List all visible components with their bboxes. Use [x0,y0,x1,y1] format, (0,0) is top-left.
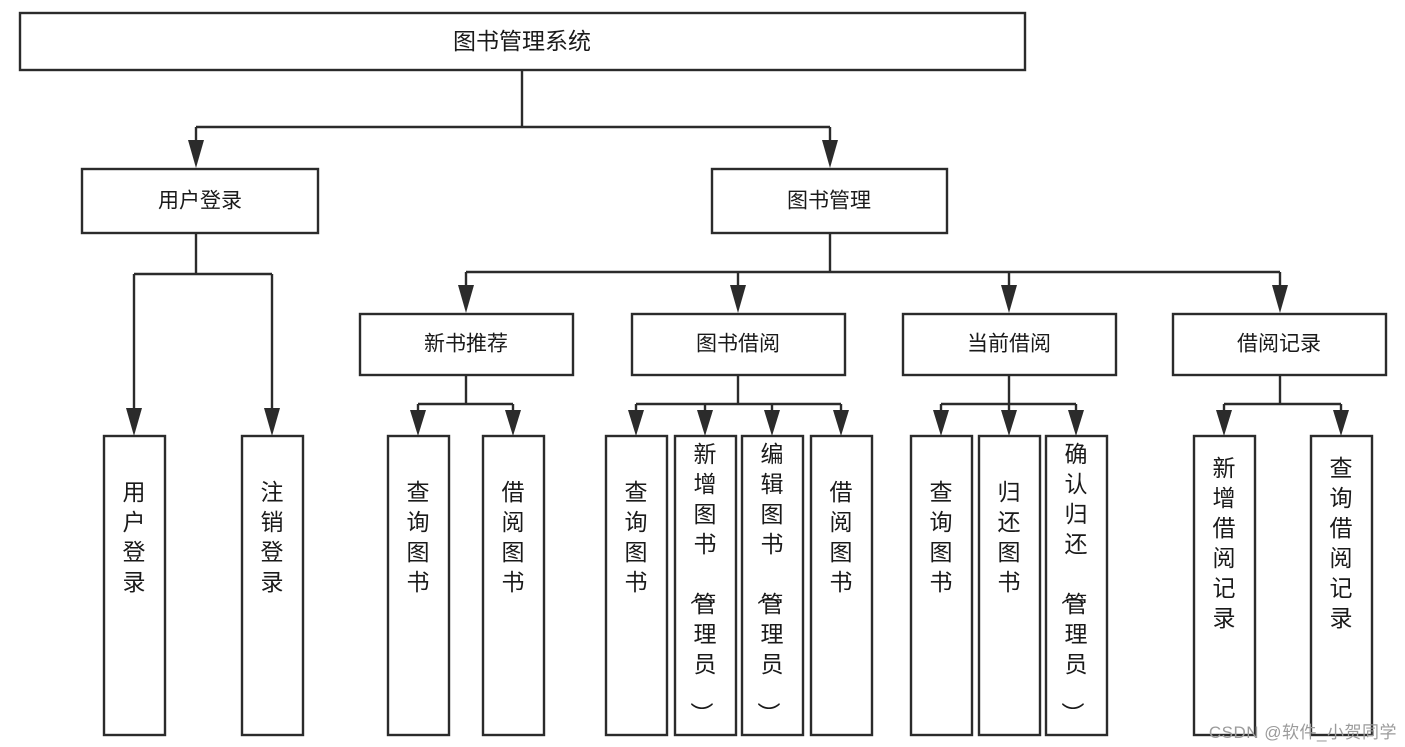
leaf-label: 注销登录 [261,479,284,595]
node-root-box[interactable] [18,11,1027,72]
leaf-current-borrow-2[interactable]: 归还图书 [977,434,1042,737]
node-borrow-record-box[interactable] [1171,312,1388,377]
arrow-current-borrow-leaf-2 [1001,410,1017,436]
arrow-book-borrow-leaf-3 [764,410,780,436]
leaf-label: 查询图书 [625,479,648,595]
node-user-login-label: 用户登录 [158,190,242,213]
leaf-box[interactable] [740,434,805,737]
leaf-new-book-2[interactable]: 借阅图书 [481,434,546,737]
leaf-label: 归还图书 [998,479,1021,595]
leaf-box[interactable] [909,434,974,737]
node-book-manage-box[interactable] [710,167,949,235]
node-user-login[interactable]: 用户登录 [80,167,320,235]
leaf-label: 编辑图书（管理员） [756,441,784,725]
leaf-box[interactable] [604,434,669,737]
arrow-book-borrow-leaf-1 [628,410,644,436]
node-current-borrow[interactable]: 当前借阅 [901,312,1118,377]
leaf-book-borrow-3[interactable]: 编辑图书（管理员） [740,434,805,737]
node-book-borrow[interactable]: 图书借阅 [630,312,847,377]
arrow-book-borrow-leaf-2 [697,410,713,436]
leaf-label: 借阅图书 [502,479,525,595]
connectors-borrow-record-to-leaves [1216,375,1349,436]
node-current-borrow-box[interactable] [901,312,1118,377]
arrow-borrow-record-leaf-1 [1216,410,1232,436]
leaf-box[interactable] [102,434,167,737]
node-book-borrow-label: 图书借阅 [696,333,780,356]
arrow-to-new-book [458,285,474,313]
leaf-label: 查询图书 [930,479,953,595]
arrow-current-borrow-leaf-3 [1068,410,1084,436]
arrow-user-login-leaf-1 [126,408,142,436]
leaf-book-borrow-4[interactable]: 借阅图书 [809,434,874,737]
node-book-borrow-box[interactable] [630,312,847,377]
connectors-book-manage-to-level2 [458,233,1288,313]
leaf-box[interactable] [1309,434,1374,737]
connectors-new-book-to-leaves [410,375,521,436]
leaf-box[interactable] [240,434,305,737]
connectors-user-login-to-leaves [126,233,280,436]
arrow-to-current-borrow [1001,285,1017,313]
node-borrow-record[interactable]: 借阅记录 [1171,312,1388,377]
leaf-label: 新增借阅记录 [1213,455,1236,631]
arrow-to-user-login [188,140,204,168]
arrow-borrow-record-leaf-2 [1333,410,1349,436]
leaf-box[interactable] [977,434,1042,737]
leaf-new-book-1[interactable]: 查询图书 [386,434,451,737]
arrow-to-book-borrow [730,285,746,313]
node-root[interactable]: 图书管理系统 [18,11,1027,72]
node-book-manage-label: 图书管理 [787,190,871,213]
leaf-box[interactable] [1044,434,1109,737]
leaf-box[interactable] [481,434,546,737]
arrow-new-book-leaf-1 [410,410,426,436]
arrow-book-borrow-leaf-4 [833,410,849,436]
connectors-current-borrow-to-leaves [933,375,1084,436]
arrow-new-book-leaf-2 [505,410,521,436]
node-new-book-recommend-label: 新书推荐 [424,333,508,356]
leaf-user-login-1[interactable]: 用户登录 [102,434,167,737]
leaf-box[interactable] [809,434,874,737]
leaf-label: 用户登录 [123,479,146,595]
leaf-user-login-2[interactable]: 注销登录 [240,434,305,737]
arrow-current-borrow-leaf-1 [933,410,949,436]
leaf-label: 确认归还（管理员） [1060,441,1088,725]
node-borrow-record-label: 借阅记录 [1237,333,1321,356]
node-book-manage[interactable]: 图书管理 [710,167,949,235]
node-user-login-box[interactable] [80,167,320,235]
leaf-box[interactable] [673,434,738,737]
node-new-book-recommend-box[interactable] [358,312,575,377]
leaf-book-borrow-1[interactable]: 查询图书 [604,434,669,737]
connectors-root-to-level1 [188,70,838,168]
arrow-to-book-manage [822,140,838,168]
leaf-box[interactable] [386,434,451,737]
leaf-label: 借阅图书 [830,479,853,595]
node-current-borrow-label: 当前借阅 [967,333,1051,356]
arrow-user-login-leaf-2 [264,408,280,436]
leaf-current-borrow-3[interactable]: 确认归还（管理员） [1044,434,1109,737]
connectors-book-borrow-to-leaves [628,375,849,436]
leaf-box[interactable] [1192,434,1257,737]
node-root-label: 图书管理系统 [453,28,591,54]
leaf-book-borrow-2[interactable]: 新增图书（管理员） [673,434,738,737]
leaf-borrow-record-2[interactable]: 查询借阅记录 [1309,434,1374,737]
arrow-to-borrow-record [1272,285,1288,313]
leaf-label: 查询图书 [407,479,430,595]
leaf-label: 查询借阅记录 [1330,455,1353,631]
leaf-label: 新增图书（管理员） [689,441,717,725]
leaf-borrow-record-1[interactable]: 新增借阅记录 [1192,434,1257,737]
node-new-book-recommend[interactable]: 新书推荐 [358,312,575,377]
leaf-current-borrow-1[interactable]: 查询图书 [909,434,974,737]
